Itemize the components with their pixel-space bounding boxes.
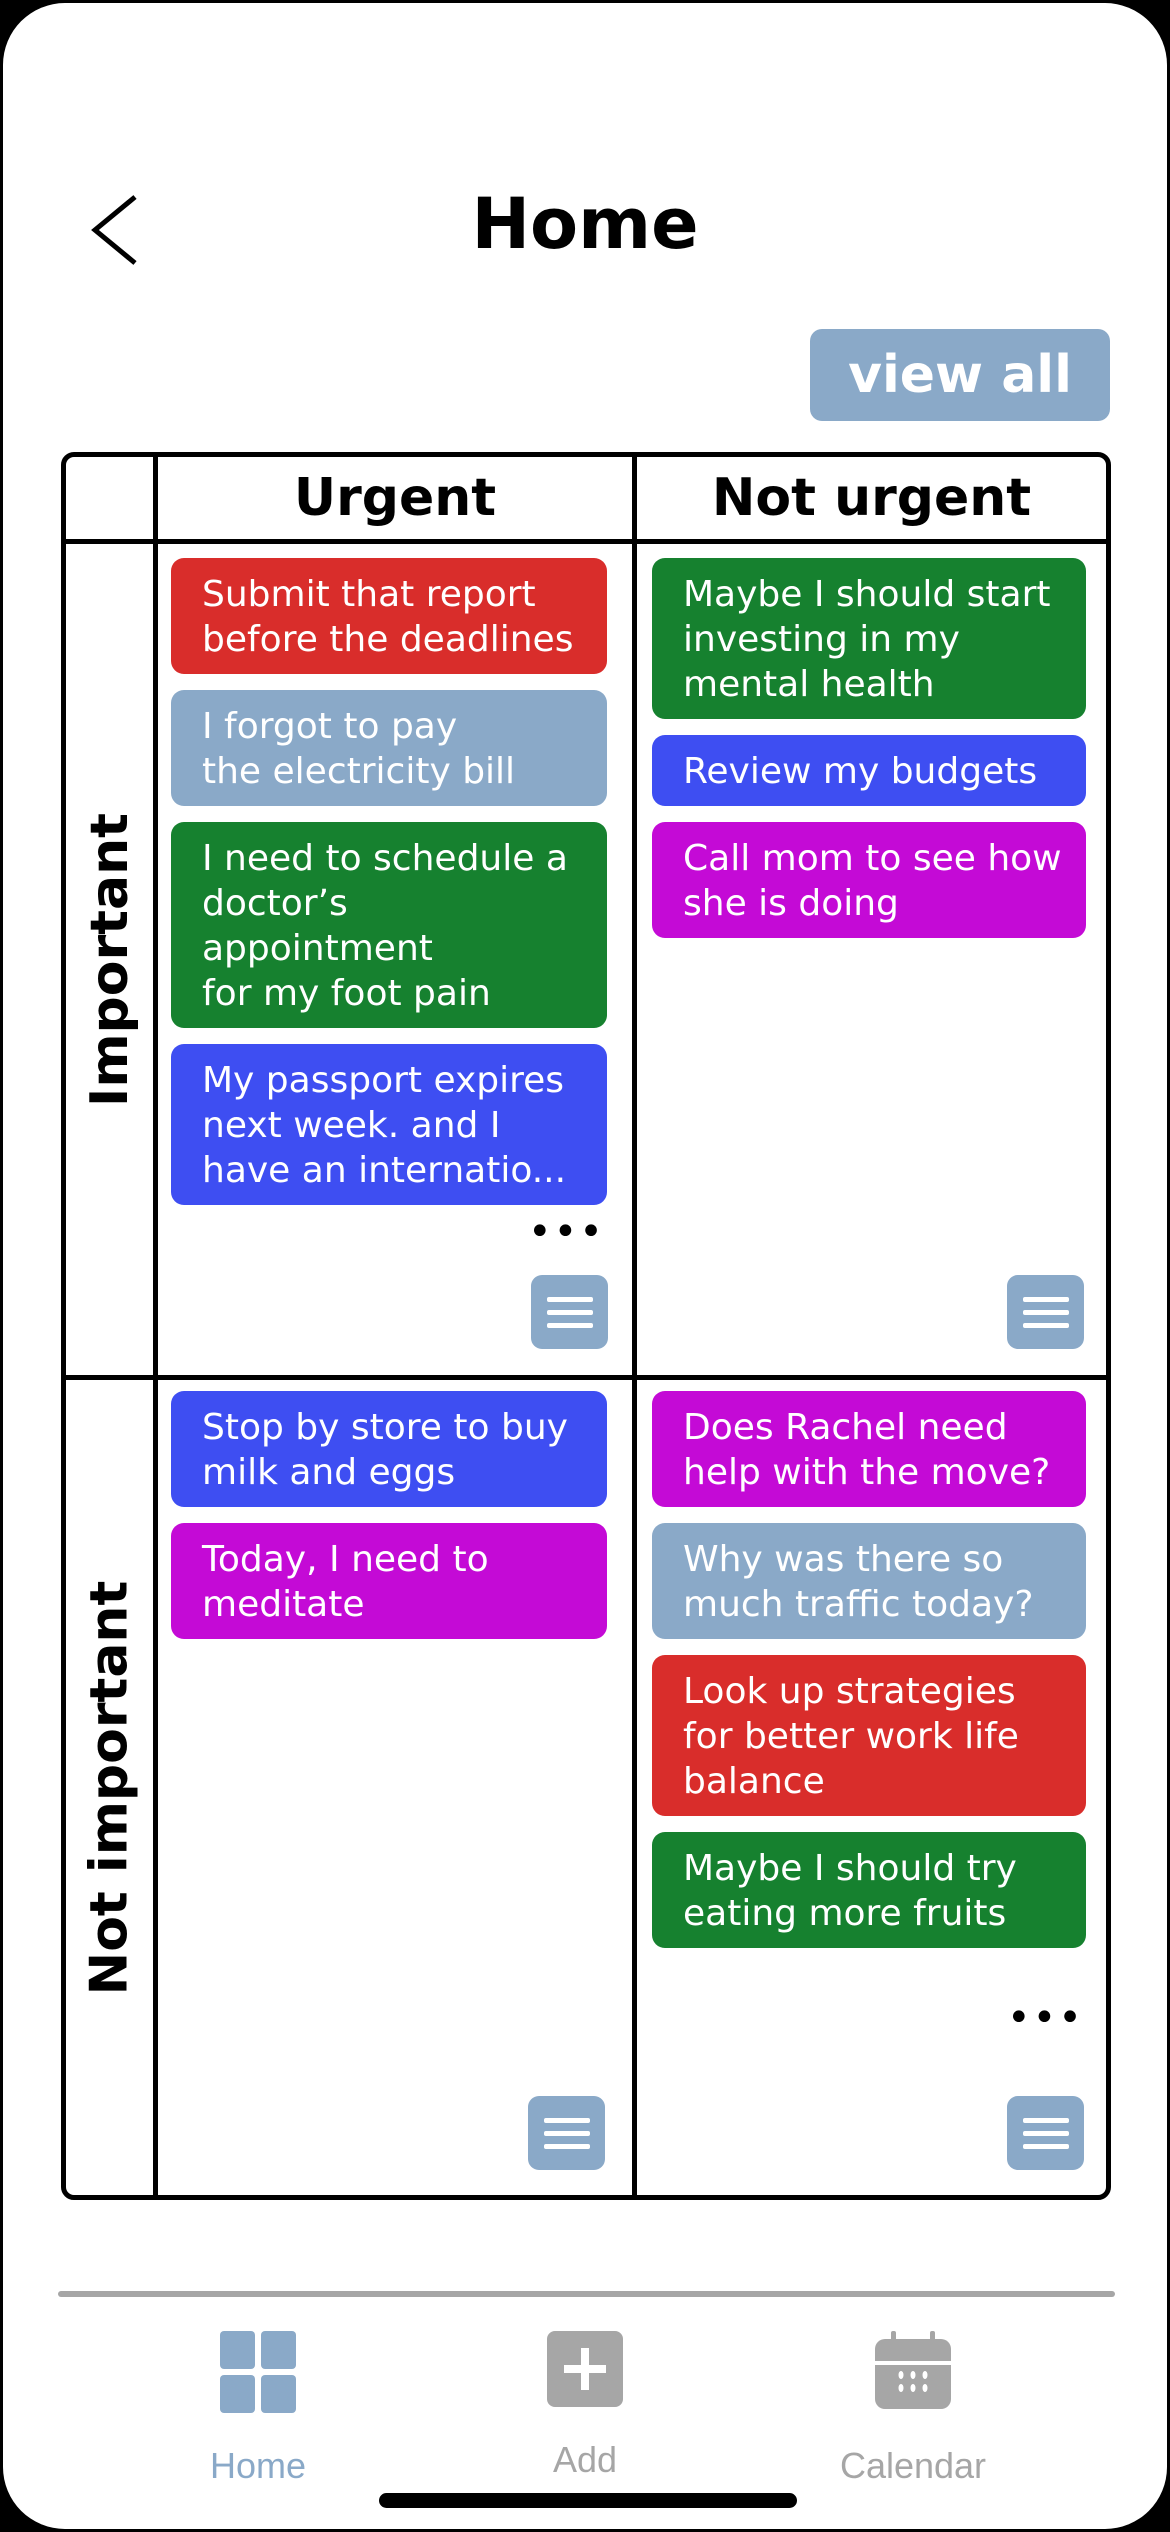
task-card[interactable]: I need to schedule a doctor’s appointmen… [171, 822, 607, 1028]
task-card[interactable]: My passport expires next week. and I hav… [171, 1044, 607, 1205]
divider [66, 539, 1106, 544]
tab-calendar[interactable]: Calendar [803, 2331, 1023, 2487]
tabbar-divider [58, 2291, 1115, 2297]
task-card[interactable]: Stop by store to buy milk and eggs [171, 1391, 607, 1507]
task-card[interactable]: Look up strategies for better work life … [652, 1655, 1086, 1816]
task-card[interactable]: Does Rachel need help with the move? [652, 1391, 1086, 1507]
page-title: Home [471, 183, 699, 265]
quadrant-important-not-urgent: Maybe I should start investing in my men… [652, 558, 1086, 938]
more-dots[interactable]: ••• [528, 1209, 605, 1255]
plus-square-icon [547, 2331, 623, 2407]
eisenhower-matrix: Urgent Not urgent Important Not importan… [61, 452, 1111, 2200]
row-label: Important [79, 812, 140, 1107]
home-indicator[interactable] [379, 2493, 797, 2508]
view-all-button[interactable]: view all [810, 329, 1110, 421]
menu-button[interactable] [1007, 1275, 1084, 1349]
menu-button[interactable] [1007, 2096, 1084, 2170]
divider [632, 457, 637, 2195]
tab-add[interactable]: Add [475, 2331, 695, 2481]
back-chevron-icon[interactable] [85, 193, 145, 267]
task-card[interactable]: Maybe I should start investing in my men… [652, 558, 1086, 719]
tab-label: Home [209, 2445, 307, 2486]
menu-button[interactable] [528, 2096, 605, 2170]
column-header-urgent: Urgent [293, 468, 497, 528]
quadrant-not-important-not-urgent: Does Rachel need help with the move? Why … [652, 1391, 1086, 1948]
tab-home[interactable]: Home [148, 2331, 368, 2487]
row-header-not-important: Not important [66, 1380, 153, 2195]
task-card[interactable]: Maybe I should try eating more fruits [652, 1832, 1086, 1948]
phone-screen: Home view all Urgent Not urgent Importan… [3, 3, 1167, 2529]
grid-icon [220, 2331, 296, 2413]
task-card[interactable]: I forgot to pay the electricity bill [171, 690, 607, 806]
task-card[interactable]: Why was there so much traffic today? [652, 1523, 1086, 1639]
task-card[interactable]: Today, I need to meditate [171, 1523, 607, 1639]
calendar-icon [875, 2331, 951, 2409]
task-card[interactable]: Submit that report before the deadlines [171, 558, 607, 674]
task-card[interactable]: Review my budgets [652, 735, 1086, 806]
tab-label: Add [552, 2439, 618, 2480]
task-card[interactable]: Call mom to see how she is doing [652, 822, 1086, 938]
row-label: Not important [79, 1580, 140, 1995]
more-dots[interactable]: ••• [1007, 1995, 1084, 2041]
row-header-important: Important [66, 544, 153, 1375]
column-header-not-urgent: Not urgent [711, 468, 1032, 528]
menu-button[interactable] [531, 1275, 608, 1349]
tab-label: Calendar [839, 2445, 987, 2486]
divider [153, 457, 158, 2195]
divider [66, 1375, 1106, 1380]
